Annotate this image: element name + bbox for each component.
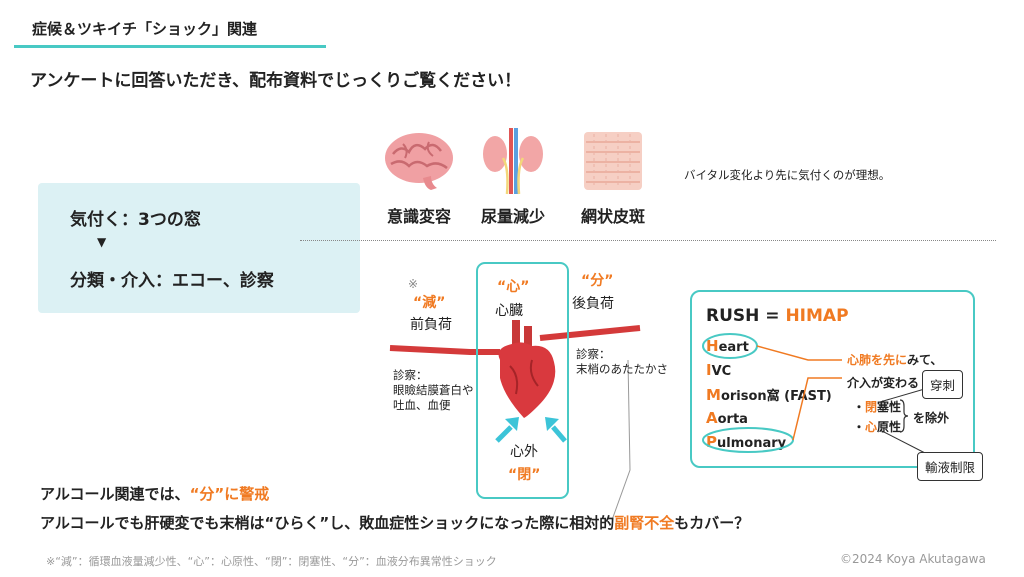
rush-item: Heart [706, 337, 749, 355]
bottom-line-2a: アルコールでも肝硬変でも末梢は“ひらく”し、敗血症性ショックになった際に相対的 [40, 514, 615, 532]
rush-item: IVC [706, 361, 731, 379]
bullet-key: 心 [865, 420, 878, 434]
copyright: ©2024 Koya Akutagawa [840, 552, 986, 566]
rush-note-a: 心肺を先にみて、 [847, 351, 942, 368]
rush-bullet-2: ・心原性 [853, 418, 901, 435]
rush-box [690, 290, 975, 468]
bullet-dot: ・ [853, 420, 866, 434]
organ-kidney: 尿量減少 [473, 128, 553, 227]
summary-line-2: 分類・介入：エコー、診察 [70, 271, 274, 291]
bullet-rest: 塞性 [877, 400, 902, 414]
shin-quote: “心” [497, 279, 530, 295]
kidney-icon [473, 128, 553, 195]
exam-line: 診察： [393, 368, 428, 382]
vital-note: バイタル変化より先に気付くのが理想。 [684, 168, 891, 182]
rush-item: Pulmonary [706, 433, 786, 451]
summary-box [38, 183, 360, 313]
callout-fluid-restriction: 輸液制限 [917, 452, 984, 481]
organ-skin: 網状皮斑 [573, 128, 653, 227]
bun-exam: 診察： 末梢のあたたかさ [576, 347, 668, 377]
rush-note-a2: みて、 [907, 353, 943, 367]
rush-rest: eart [718, 340, 749, 355]
exam-line: 眼瞼結膜蒼白や [393, 383, 474, 397]
heart-icon [492, 320, 562, 422]
rush-rest: ulmonary [717, 436, 787, 451]
callout-puncture: 穿刺 [922, 370, 964, 399]
down-arrow-icon: ▼ [97, 235, 107, 249]
page-title: 症候＆ツキイチ「ショック」関連 [32, 20, 258, 38]
title-underline [14, 45, 326, 48]
rush-bullet-1: ・閉塞性 [853, 398, 901, 415]
organ-label: 尿量減少 [480, 207, 545, 226]
bottom-line-2b: 副腎不全 [614, 514, 675, 532]
rush-rest: orta [717, 412, 748, 427]
rush-letter: H [706, 337, 719, 355]
bottom-line-1a: アルコール関連では、 [40, 485, 190, 503]
bun-label: 後負荷 [572, 296, 614, 312]
organ-label: 意識変容 [386, 207, 451, 226]
rush-note-a1: 心肺を先に [847, 353, 908, 367]
bullet-rest: 原性 [877, 420, 902, 434]
exam-line: 吐血、血便 [393, 398, 451, 412]
organ-brain: 意識変容 [379, 128, 459, 227]
bullet-dot: ・ [853, 400, 866, 414]
bun-quote: “分” [581, 273, 614, 289]
rush-title-b: HIMAP [785, 306, 849, 326]
rush-title-a: RUSH = [706, 306, 786, 326]
rush-rest: VC [711, 364, 732, 379]
rush-exclude: を除外 [913, 411, 950, 425]
gen-quote: “減” [413, 295, 446, 311]
skin-icon [573, 128, 653, 194]
organ-label: 網状皮斑 [580, 207, 645, 226]
exam-line: 末梢のあたたかさ [576, 362, 668, 376]
shingai-label: 心外 [510, 444, 538, 460]
rush-item: Aorta [706, 409, 748, 427]
hei-quote: “閉” [508, 467, 541, 483]
rush-letter: I [706, 361, 712, 379]
bottom-line-2: アルコールでも肝硬変でも末梢は“ひらく”し、敗血症性ショックになった際に相対的副… [40, 512, 749, 533]
footnote: ※“減”：循環血液量減少性、“心”：心原性、“閉”：閉塞性、“分”：血液分布異常… [46, 555, 497, 568]
summary-line-1: 気付く：3つの窓 [70, 210, 201, 230]
heart-box [476, 262, 569, 499]
divider [300, 240, 996, 241]
rush-title: RUSH = HIMAP [706, 306, 849, 326]
gen-label: 前負荷 [410, 317, 452, 333]
bottom-line-2c: もカバー？ [674, 514, 750, 532]
bottom-line-1: アルコール関連では、“分”に警戒 [40, 483, 269, 504]
exam-line: 診察： [576, 347, 611, 361]
rush-letter: A [706, 409, 718, 427]
arrow-icons [495, 417, 567, 443]
gen-exam: 診察： 眼瞼結膜蒼白や 吐血、血便 [393, 368, 474, 413]
brain-icon [379, 128, 459, 194]
shin-label: 心臓 [495, 303, 523, 319]
intro-text: アンケートに回答いただき、配布資料でじっくりご覧ください！ [30, 71, 522, 91]
bottom-line-1b: “分”に警戒 [189, 485, 270, 503]
rush-note-b: 介入が変わる [847, 376, 920, 390]
bullet-key: 閉 [865, 400, 878, 414]
rush-letter: M [706, 386, 721, 404]
rush-letter: P [706, 433, 717, 451]
note-mark: ※ [408, 277, 419, 291]
